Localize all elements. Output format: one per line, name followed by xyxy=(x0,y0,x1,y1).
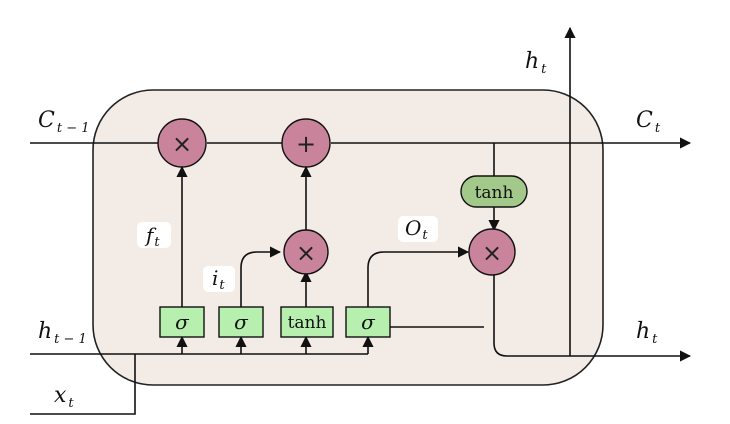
svg-text:×: × xyxy=(172,130,192,158)
label-i-t: it xyxy=(203,266,235,293)
input-gate-sigma: σ xyxy=(218,306,264,338)
svg-text:σ: σ xyxy=(234,310,249,334)
svg-text:Ct − 1: Ct − 1 xyxy=(38,108,90,136)
svg-text:xt: xt xyxy=(54,383,74,411)
svg-text:+: + xyxy=(296,130,316,158)
svg-text:ht: ht xyxy=(636,319,658,347)
cell-tanh-pill: tanh xyxy=(460,175,528,208)
svg-text:×: × xyxy=(482,239,502,267)
output-multiply-op: × xyxy=(468,228,516,276)
output-gate-sigma: σ xyxy=(345,306,391,338)
svg-text:tanh: tanh xyxy=(475,183,514,203)
cell-add-op: + xyxy=(281,118,331,168)
svg-text:ht − 1: ht − 1 xyxy=(38,319,87,347)
svg-text:ht: ht xyxy=(525,49,547,77)
svg-text:σ: σ xyxy=(361,310,376,334)
svg-text:σ: σ xyxy=(175,310,190,334)
svg-text:tanh: tanh xyxy=(288,313,327,333)
input-multiply-op: × xyxy=(283,229,329,275)
forget-gate-sigma: σ xyxy=(159,306,205,338)
forget-multiply-op: × xyxy=(157,118,207,168)
label-f-t: ft xyxy=(137,222,171,250)
candidate-tanh-box: tanh xyxy=(280,306,334,338)
svg-text:Ct: Ct xyxy=(636,108,661,136)
svg-text:Ot: Ot xyxy=(405,216,428,243)
hidden-output-right-arrow xyxy=(493,255,692,362)
svg-text:it: it xyxy=(212,266,225,293)
label-o-t: Ot xyxy=(398,216,438,243)
svg-text:×: × xyxy=(296,239,316,267)
